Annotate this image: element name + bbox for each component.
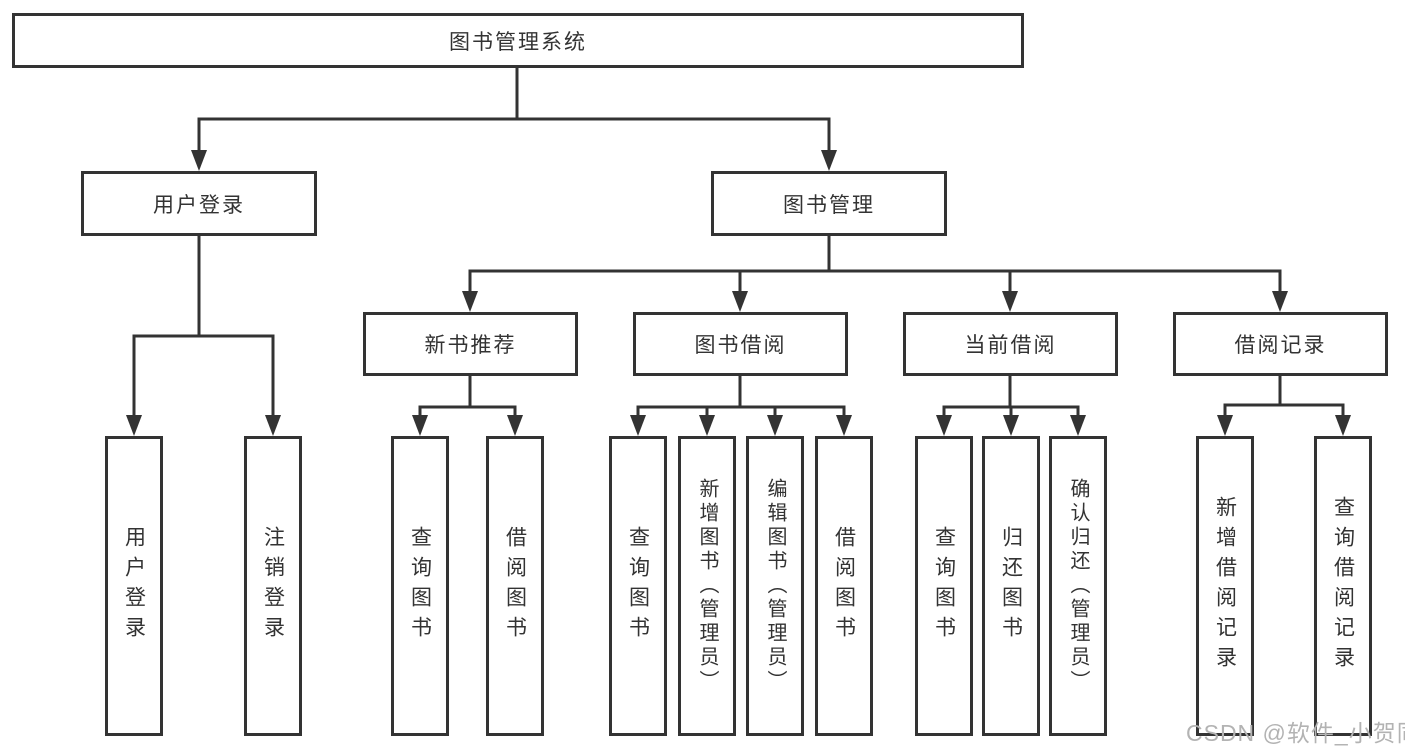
node-book-management-branch: 图书管理 [711, 171, 947, 236]
csdn-watermark: CSDN @软件_小贺同学 [1186, 720, 1405, 746]
arrowheads [126, 150, 1351, 436]
leaf-query-borrow-record: 查询借阅记录 [1314, 436, 1372, 736]
connector-root-to-level1 [197, 68, 831, 154]
leaf-add-borrow-record: 新增借阅记录 [1196, 436, 1254, 736]
leaf-query-books-3: 查询图书 [915, 436, 973, 736]
leaf-logout: 注销登录 [244, 436, 302, 736]
leaf-borrow-books-1: 借阅图书 [486, 436, 544, 736]
leaf-user-login: 用户登录 [105, 436, 163, 736]
connector-borrow-record-to-leaves [1223, 376, 1345, 421]
leaf-add-book-admin: 新增图书（管理员） [678, 436, 736, 736]
node-current-borrowing: 当前借阅 [903, 312, 1118, 376]
leaf-query-books-2: 查询图书 [609, 436, 667, 736]
node-root-library-system: 图书管理系统 [12, 13, 1024, 68]
connector-book-borrow-to-leaves [636, 376, 846, 421]
node-new-book-recommend: 新书推荐 [363, 312, 578, 376]
leaf-edit-book-admin: 编辑图书（管理员） [746, 436, 804, 736]
leaf-borrow-books-2: 借阅图书 [815, 436, 873, 736]
connector-user-login-to-leaves [132, 236, 275, 419]
leaf-confirm-return-admin: 确认归还（管理员） [1049, 436, 1107, 736]
leaf-return-books: 归还图书 [982, 436, 1040, 736]
connector-new-book-to-leaves [418, 376, 517, 421]
connector-book-mgmt-to-level2 [468, 236, 1282, 296]
leaf-query-books-1: 查询图书 [391, 436, 449, 736]
node-book-borrowing: 图书借阅 [633, 312, 848, 376]
node-user-login-branch: 用户登录 [81, 171, 317, 236]
connector-current-borrow-to-leaves [942, 376, 1080, 421]
node-borrowing-records: 借阅记录 [1173, 312, 1388, 376]
